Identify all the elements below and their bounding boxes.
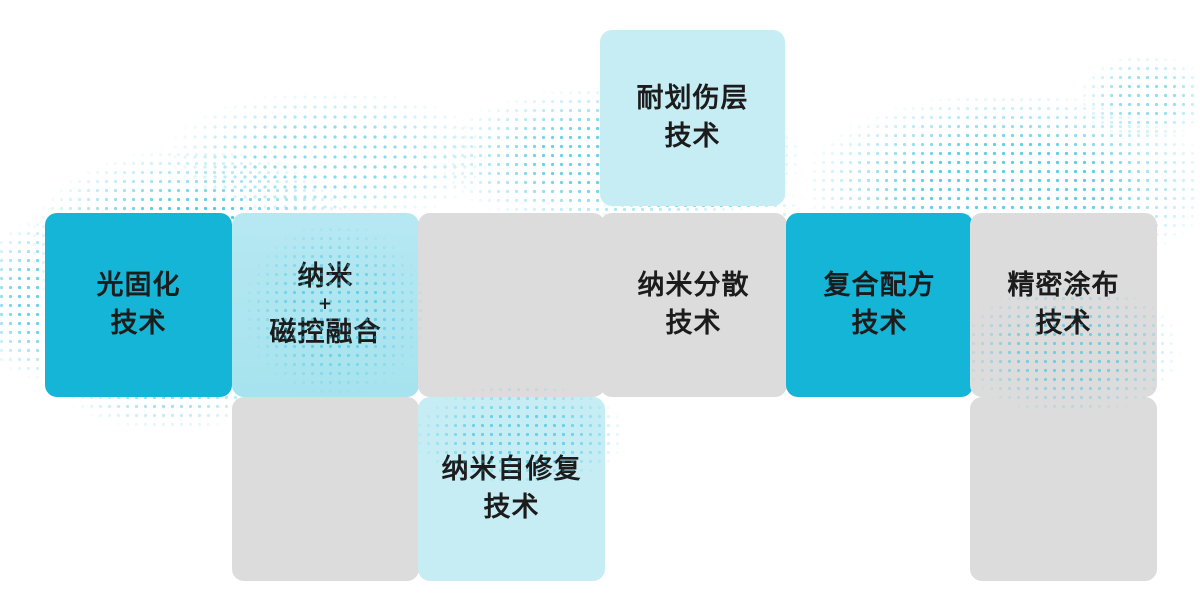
tile-composite-formula: 复合配方 技术 — [786, 213, 973, 397]
tile-scratch-resistant-layer: 耐划伤层 技术 — [600, 30, 785, 206]
tile-label-line: 纳米分散 — [637, 269, 750, 301]
tile-label-line: 光固化 — [96, 269, 181, 301]
tile-uv-curing: 光固化 技术 — [45, 213, 232, 397]
tile-label-line: 技术 — [483, 492, 540, 523]
tile-nano-dispersion: 纳米分散 技术 — [600, 213, 787, 397]
world-map-dots-blob — [1080, 55, 1200, 140]
tile-blank-1 — [418, 213, 605, 397]
tile-label-line: 复合配方 — [823, 269, 936, 301]
world-map-dots-blob — [415, 385, 625, 485]
tile-label-line: 技术 — [110, 308, 167, 339]
tile-blank-3 — [970, 397, 1157, 581]
tile-label-line: 技术 — [664, 121, 721, 152]
world-map-dots-blob — [245, 225, 425, 395]
tile-label-line: 技术 — [851, 308, 908, 339]
tile-label-line: 技术 — [665, 308, 722, 339]
world-map-dots-blob — [960, 285, 1180, 415]
tile-blank-2 — [232, 397, 419, 581]
tile-label-line: 耐划伤层 — [636, 82, 749, 114]
